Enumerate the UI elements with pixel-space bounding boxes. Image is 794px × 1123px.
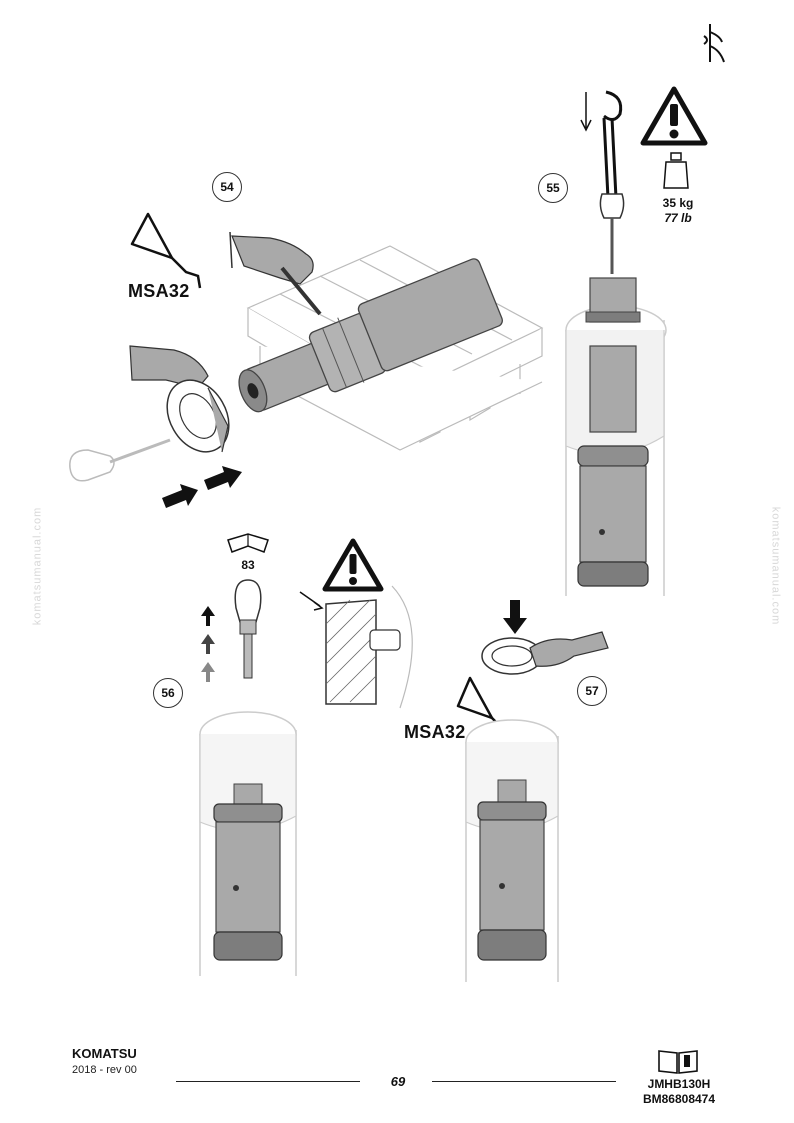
footer-rule-right [432, 1081, 616, 1082]
document-serial: BM86808474 [642, 1092, 716, 1106]
watermark-left: komatsumanual.com [31, 506, 44, 626]
lifting-eye-illustration [69, 438, 171, 482]
step-number-56: 56 [153, 678, 183, 708]
warning-triangle-icon-2 [322, 538, 384, 592]
lube-bottle-icon [130, 212, 202, 289]
page-number: 69 [390, 1074, 406, 1089]
push-arrow-icon [162, 466, 242, 508]
warning-triangle-icon [640, 86, 708, 146]
footer-date: 2018 - rev 00 [72, 1064, 137, 1076]
msa32-label-bottom: MSA32 [404, 722, 466, 742]
binder-icon [703, 24, 725, 63]
footer-brand: KOMATSU [72, 1046, 137, 1061]
shaft-illustration [238, 258, 503, 413]
cylinder-57-illustration [465, 719, 559, 982]
weight-icon [663, 152, 689, 189]
msa32-label-top: MSA32 [128, 281, 190, 301]
step-number-55: 55 [538, 173, 568, 203]
step-number-57: 57 [577, 676, 607, 706]
weight-kg: 35 kg [662, 196, 694, 210]
eyebolt-illustration [234, 579, 262, 679]
bearing-ring-hand-illustration [481, 631, 609, 675]
section-detail-illustration [299, 585, 413, 709]
cylinder-56-illustration [199, 711, 297, 976]
push-arrow-down-icon [503, 600, 527, 634]
hand-ring-illustration [129, 345, 230, 453]
footer-rule-left [176, 1081, 360, 1082]
reference-page-number: 83 [241, 558, 255, 572]
watermark-right: komatsumanual.com [769, 506, 782, 626]
step-number-54: 54 [212, 172, 242, 202]
weight-lb: 77 lb [664, 211, 692, 225]
document-code: JMHB130H [647, 1077, 711, 1091]
crane-hook-icon [580, 90, 625, 274]
cylinder-housing-illustration [565, 277, 667, 596]
lift-arrows-icon [201, 606, 215, 682]
hand-brush-illustration [229, 231, 322, 316]
manual-book-icon-footer [658, 1050, 698, 1074]
manual-book-icon [227, 533, 269, 553]
